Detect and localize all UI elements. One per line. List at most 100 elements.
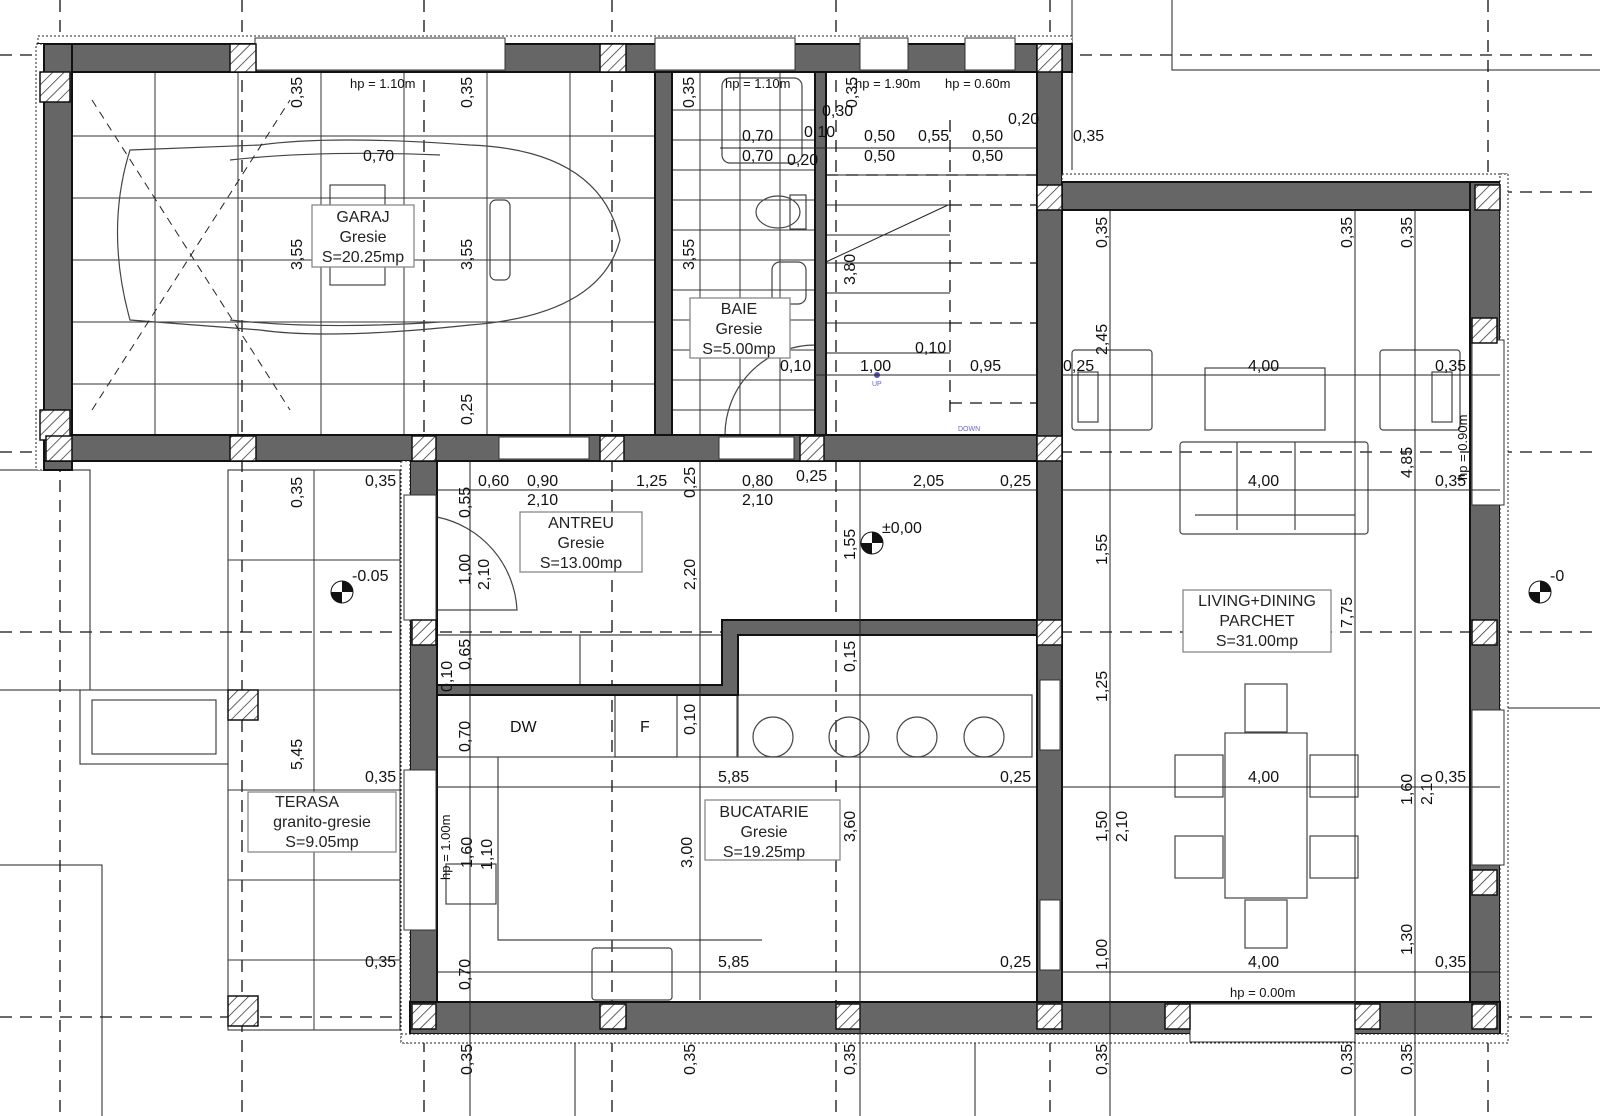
svg-text:S=20.25mp: S=20.25mp (322, 249, 404, 266)
svg-text:0,70: 0,70 (457, 721, 474, 752)
svg-text:0,70: 0,70 (742, 148, 773, 165)
svg-text:S=19.25mp: S=19.25mp (723, 844, 805, 861)
svg-text:0,35: 0,35 (1339, 1044, 1356, 1075)
svg-text:2,10: 2,10 (476, 559, 493, 590)
svg-text:3,80: 3,80 (842, 254, 859, 285)
fridge-label: F (640, 719, 650, 736)
svg-text:0,35: 0,35 (681, 77, 698, 108)
svg-text:BUCATARIE: BUCATARIE (719, 804, 808, 821)
svg-text:S=13.00mp: S=13.00mp (540, 555, 622, 572)
svg-text:2,10: 2,10 (527, 492, 558, 509)
svg-text:0,80: 0,80 (742, 473, 773, 490)
svg-text:0,35: 0,35 (459, 1044, 476, 1075)
svg-text:3,00: 3,00 (679, 837, 696, 868)
svg-text:0,35: 0,35 (365, 473, 396, 490)
svg-text:S=5.00mp: S=5.00mp (702, 341, 775, 358)
svg-text:0,35: 0,35 (1435, 954, 1466, 971)
svg-text:0,70: 0,70 (363, 148, 394, 165)
svg-text:1,60: 1,60 (459, 837, 476, 868)
svg-text:0,35: 0,35 (1339, 217, 1356, 248)
svg-text:1,30: 1,30 (1399, 924, 1416, 955)
svg-text:0,35: 0,35 (844, 77, 861, 108)
svg-text:hp = 1.90m: hp = 1.90m (855, 76, 920, 91)
svg-text:1,00: 1,00 (1094, 939, 1111, 970)
svg-text:BAIE: BAIE (721, 301, 757, 318)
svg-text:0,35: 0,35 (1094, 217, 1111, 248)
svg-text:TERASA: TERASA (275, 794, 339, 811)
svg-text:GARAJ: GARAJ (336, 209, 389, 226)
svg-text:0,35: 0,35 (842, 1044, 859, 1075)
svg-text:S=31.00mp: S=31.00mp (1216, 633, 1298, 650)
svg-text:1,10: 1,10 (479, 839, 496, 870)
dishwasher-label: DW (510, 719, 538, 736)
svg-text:0,35: 0,35 (1094, 1044, 1111, 1075)
walls (35, 35, 1509, 1044)
svg-text:3,55: 3,55 (289, 239, 306, 270)
svg-text:0,25: 0,25 (682, 467, 699, 498)
svg-text:3,55: 3,55 (681, 239, 698, 270)
svg-text:1,50: 1,50 (1094, 811, 1111, 842)
svg-text:0,25: 0,25 (796, 468, 827, 485)
svg-text:0,90: 0,90 (527, 473, 558, 490)
level-marker-terrace: -0.05 (330, 568, 389, 604)
svg-text:5,45: 5,45 (289, 739, 306, 770)
svg-text:0,35: 0,35 (365, 769, 396, 786)
svg-text:1,55: 1,55 (1094, 534, 1111, 565)
svg-text:0,35: 0,35 (459, 77, 476, 108)
svg-text:0,70: 0,70 (457, 959, 474, 990)
level-marker-antreu: ±0,00 (860, 520, 922, 555)
dimension-labels: 0,35 0,35 0,35 0,35 0,30 0,10 0,70 0,70 … (289, 77, 1466, 1075)
stairs-up-label: UP (872, 381, 882, 388)
svg-text:2,20: 2,20 (682, 559, 699, 590)
svg-text:-0: -0 (1550, 568, 1564, 585)
svg-text:2,10: 2,10 (742, 492, 773, 509)
svg-text:2,10: 2,10 (1419, 774, 1436, 805)
svg-text:PARCHET: PARCHET (1219, 613, 1294, 630)
svg-text:0,50: 0,50 (972, 148, 1003, 165)
svg-text:0,25: 0,25 (1000, 473, 1031, 490)
svg-text:1,60: 1,60 (1399, 774, 1416, 805)
svg-text:hp = 1.00m: hp = 1.00m (438, 815, 453, 880)
svg-text:hp = 1.10m: hp = 1.10m (350, 76, 415, 91)
kitchen-fixtures (436, 516, 1033, 1001)
svg-text:0,30: 0,30 (822, 103, 853, 120)
svg-text:0,35: 0,35 (1399, 217, 1416, 248)
svg-text:0,10: 0,10 (804, 124, 835, 141)
svg-text:0,10: 0,10 (439, 661, 456, 692)
svg-text:0,25: 0,25 (1000, 769, 1031, 786)
window-heights: hp = 1.10m hp = 1.10m hp = 1.90m hp = 0.… (350, 76, 1470, 1000)
svg-text:0,35: 0,35 (1073, 128, 1104, 145)
svg-text:1,00: 1,00 (457, 554, 474, 585)
svg-text:Gresie: Gresie (557, 535, 604, 552)
svg-text:Gresie: Gresie (740, 824, 787, 841)
svg-text:4,00: 4,00 (1248, 358, 1279, 375)
svg-text:3,55: 3,55 (459, 239, 476, 270)
svg-text:4,85: 4,85 (1399, 447, 1416, 478)
room-label-bucatarie: BUCATARIE Gresie S=19.25mp (704, 799, 841, 861)
stairs-down-label: DOWN (958, 426, 980, 433)
svg-text:1,00: 1,00 (860, 358, 891, 375)
svg-text:0,10: 0,10 (682, 704, 699, 735)
svg-text:0,35: 0,35 (365, 954, 396, 971)
svg-text:2,45: 2,45 (1094, 324, 1111, 355)
bath-fixtures (721, 77, 816, 436)
svg-text:±0,00: ±0,00 (882, 520, 922, 537)
svg-text:3,60: 3,60 (842, 811, 859, 842)
room-label-baie: BAIE Gresie S=5.00mp (689, 297, 791, 359)
level-marker-exterior: -0 (1528, 568, 1564, 604)
svg-text:4,00: 4,00 (1248, 954, 1279, 971)
svg-text:4,00: 4,00 (1248, 769, 1279, 786)
svg-text:hp = 1.10m: hp = 1.10m (725, 76, 790, 91)
svg-text:0,50: 0,50 (864, 148, 895, 165)
svg-text:Gresie: Gresie (339, 229, 386, 246)
svg-text:0,65: 0,65 (457, 639, 474, 670)
svg-text:1,25: 1,25 (636, 473, 667, 490)
svg-text:0,35: 0,35 (289, 477, 306, 508)
svg-text:0,50: 0,50 (864, 128, 895, 145)
svg-text:hp = 0.00m: hp = 0.00m (1230, 985, 1295, 1000)
svg-text:0,35: 0,35 (1399, 1044, 1416, 1075)
living-furniture (1071, 349, 1461, 949)
svg-text:hp = 0.60m: hp = 0.60m (945, 76, 1010, 91)
svg-text:0,50: 0,50 (972, 128, 1003, 145)
